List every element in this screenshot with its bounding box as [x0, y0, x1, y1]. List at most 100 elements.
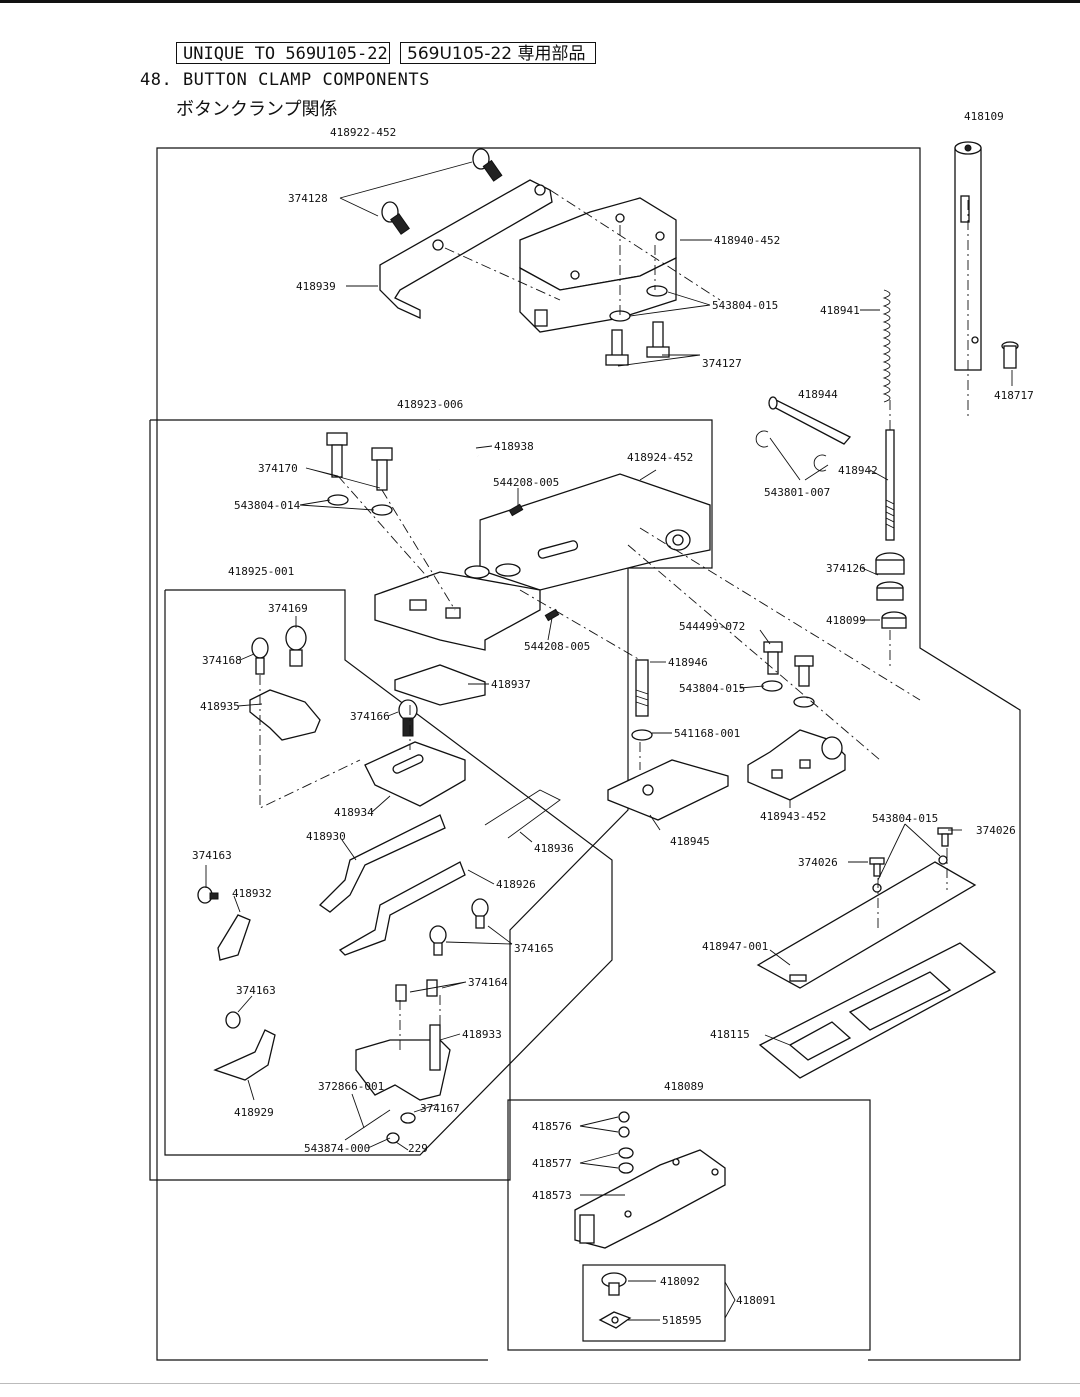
gear-nut-374126	[875, 552, 905, 601]
label-374026-a: 374026	[976, 824, 1016, 837]
assembly-guide-lines	[259, 189, 969, 1050]
clip-418929	[213, 1029, 276, 1081]
label-418923-006: 418923-006	[397, 398, 463, 411]
assembly-labels: 418922-452 418923-006 418925-001 418089 …	[228, 126, 776, 1307]
label-543874-000: 543874-000	[304, 1142, 370, 1155]
label-374127: 374127	[702, 357, 742, 370]
assembly-frame-418925	[164, 589, 613, 1156]
shaft-418109	[954, 141, 982, 371]
label-418942: 418942	[838, 464, 878, 477]
plate-418945	[607, 759, 729, 821]
label-418929: 418929	[234, 1106, 274, 1119]
label-418937: 418937	[491, 678, 531, 691]
parts-418576	[618, 1111, 630, 1138]
screws-374165	[429, 898, 489, 956]
bolts-374127	[605, 321, 670, 366]
label-418925-001: 418925-001	[228, 565, 294, 578]
label-374165: 374165	[514, 942, 554, 955]
label-544208-005-b: 544208-005	[524, 640, 590, 653]
screw-374163-a	[197, 886, 219, 904]
label-518595: 518595	[662, 1314, 702, 1327]
leader-lines	[205, 161, 1013, 1321]
label-418091: 418091	[736, 1294, 776, 1307]
label-544499-072: 544499-072	[679, 620, 745, 633]
part-labels: 374128 418939 418940-452 543804-015 3741…	[192, 110, 1034, 1327]
cover-plate-418947	[756, 855, 977, 989]
collar-418099	[881, 611, 907, 629]
label-374164: 374164	[468, 976, 508, 989]
label-374167: 374167	[420, 1102, 460, 1115]
bracket-418943	[747, 729, 846, 801]
arm-418926	[338, 861, 466, 956]
label-418947-001: 418947-001	[702, 940, 768, 953]
label-544208-005-a: 544208-005	[493, 476, 559, 489]
assembly-frame-418089	[507, 1099, 871, 1351]
label-418944: 418944	[798, 388, 838, 401]
slide-block	[374, 571, 541, 651]
arm-418930	[318, 814, 446, 913]
assembly-frame-418922	[156, 147, 1021, 1361]
base-plate-418934	[364, 741, 466, 807]
label-374170: 374170	[258, 462, 298, 475]
section-title: 48. BUTTON CLAMP COMPONENTS	[140, 70, 430, 90]
label-374163-b: 374163	[236, 984, 276, 997]
nuts-543874-229	[386, 1112, 416, 1144]
pin-418092	[601, 1272, 627, 1296]
plate-418937	[394, 664, 486, 706]
label-229: 229	[408, 1142, 428, 1155]
label-418935: 418935	[200, 700, 240, 713]
needle-plate-418115	[758, 942, 997, 1079]
clamp-body-418924	[479, 473, 711, 591]
assembly-frame-418923	[149, 419, 713, 1181]
label-374126: 374126	[826, 562, 866, 575]
label-418938: 418938	[494, 440, 534, 453]
label-541168-001: 541168-001	[674, 727, 740, 740]
label-418939: 418939	[296, 280, 336, 293]
shoulder-screw-374128-b	[381, 201, 410, 235]
label-543804-015-top: 543804-015	[712, 299, 778, 312]
screw-418946	[635, 659, 649, 717]
label-543804-015-mid: 543804-015	[679, 682, 745, 695]
washers-543804-014	[327, 494, 393, 516]
label-418926: 418926	[496, 878, 536, 891]
label-418092: 418092	[660, 1275, 700, 1288]
label-418922-452: 418922-452	[330, 126, 396, 139]
label-418941: 418941	[820, 304, 860, 317]
label-418089: 418089	[664, 1080, 704, 1093]
lever-418935	[249, 689, 321, 741]
assembly-frame-418091	[582, 1264, 726, 1342]
label-374169: 374169	[268, 602, 308, 615]
slide-plate-418573	[574, 1149, 726, 1249]
model-specific-label-jp: 569U105-22 専用部品	[400, 42, 596, 64]
label-543804-015-low: 543804-015	[872, 812, 938, 825]
label-374026-b: 374026	[798, 856, 838, 869]
screws-374026	[869, 827, 953, 877]
clip-418932	[217, 914, 251, 961]
label-418924-452: 418924-452	[627, 451, 693, 464]
label-418717: 418717	[994, 389, 1034, 402]
label-543804-014: 543804-014	[234, 499, 301, 512]
rod-418942	[885, 429, 895, 541]
label-418933: 418933	[462, 1028, 502, 1041]
spring-372866	[344, 1109, 391, 1141]
label-418573: 418573	[532, 1189, 572, 1202]
e-rings-543801-007	[755, 430, 827, 472]
nut-541168	[631, 729, 653, 741]
bracket-418933	[355, 1024, 451, 1101]
label-418940-452: 418940-452	[714, 234, 780, 247]
label-418943-452: 418943-452	[760, 810, 826, 823]
label-374168: 374168	[202, 654, 242, 667]
bent-lever-418938	[436, 443, 480, 540]
label-418577: 418577	[532, 1157, 572, 1170]
label-543801-007: 543801-007	[764, 486, 830, 499]
label-418930: 418930	[306, 830, 346, 843]
label-418932: 418932	[232, 887, 272, 900]
label-418109: 418109	[964, 110, 1004, 123]
spring-418941	[882, 289, 891, 403]
bolts-374170	[326, 432, 393, 491]
top-rule	[0, 0, 1080, 3]
label-374163-a: 374163	[192, 849, 232, 862]
set-screws-544208	[464, 503, 560, 622]
label-372866-001: 372866-001	[318, 1080, 384, 1093]
